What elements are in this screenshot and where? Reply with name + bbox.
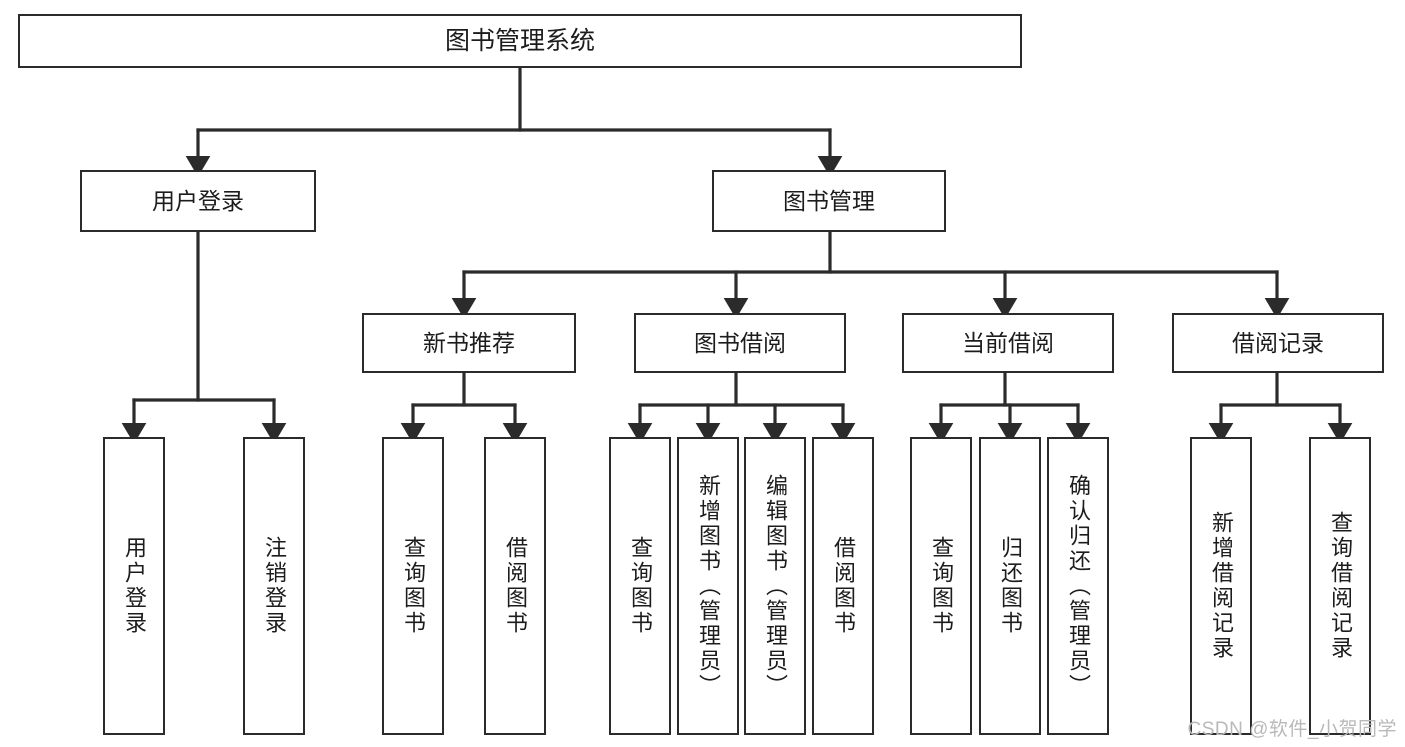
node-new-book-recommend[interactable]: 新书推荐 bbox=[362, 313, 576, 373]
node-book-management[interactable]: 图书管理 bbox=[712, 170, 946, 232]
node-current-borrow[interactable]: 当前借阅 bbox=[902, 313, 1114, 373]
node-leaf-borrow-book-recommend[interactable]: 借阅图书 bbox=[484, 437, 546, 735]
node-label: 查询图书 bbox=[628, 536, 653, 636]
node-leaf-add-book[interactable]: 新增图书（管理员） bbox=[677, 437, 739, 735]
node-leaf-query-book-current[interactable]: 查询图书 bbox=[910, 437, 972, 735]
node-label: 用户登录 bbox=[122, 536, 147, 636]
node-leaf-query-book-recommend[interactable]: 查询图书 bbox=[382, 437, 444, 735]
node-label: 用户登录 bbox=[152, 187, 244, 214]
node-user-login[interactable]: 用户登录 bbox=[80, 170, 316, 232]
node-label: 编辑图书（管理员） bbox=[763, 473, 788, 699]
node-book-borrow[interactable]: 图书借阅 bbox=[634, 313, 846, 373]
csdn-watermark: CSDN @软件_小贺同学 bbox=[1187, 719, 1397, 740]
node-leaf-user-login[interactable]: 用户登录 bbox=[103, 437, 165, 735]
node-label: 借阅图书 bbox=[503, 536, 528, 636]
node-label: 查询图书 bbox=[401, 536, 426, 636]
node-leaf-add-borrow-record[interactable]: 新增借阅记录 bbox=[1190, 437, 1252, 735]
node-leaf-return-book[interactable]: 归还图书 bbox=[979, 437, 1041, 735]
node-leaf-confirm-return[interactable]: 确认归还（管理员） bbox=[1047, 437, 1109, 735]
node-label: 借阅记录 bbox=[1232, 329, 1324, 356]
node-label: 当前借阅 bbox=[962, 329, 1054, 356]
node-label: 归还图书 bbox=[998, 536, 1023, 636]
node-label: 确认归还（管理员） bbox=[1066, 473, 1091, 699]
node-leaf-query-borrow-record[interactable]: 查询借阅记录 bbox=[1309, 437, 1371, 735]
node-label: 借阅图书 bbox=[831, 536, 856, 636]
node-root-book-management-system[interactable]: 图书管理系统 bbox=[18, 14, 1022, 68]
node-label: 图书管理 bbox=[783, 187, 875, 214]
node-label: 注销登录 bbox=[262, 536, 287, 636]
node-label: 查询图书 bbox=[929, 536, 954, 636]
node-leaf-query-book-borrow[interactable]: 查询图书 bbox=[609, 437, 671, 735]
node-leaf-user-logout[interactable]: 注销登录 bbox=[243, 437, 305, 735]
node-label: 新增借阅记录 bbox=[1209, 511, 1234, 661]
node-borrow-record[interactable]: 借阅记录 bbox=[1172, 313, 1384, 373]
node-label: 查询借阅记录 bbox=[1328, 511, 1353, 661]
node-leaf-edit-book[interactable]: 编辑图书（管理员） bbox=[744, 437, 806, 735]
node-leaf-borrow-book[interactable]: 借阅图书 bbox=[812, 437, 874, 735]
node-label: 图书借阅 bbox=[694, 329, 786, 356]
node-label: 新书推荐 bbox=[423, 329, 515, 356]
node-label: 图书管理系统 bbox=[444, 26, 595, 55]
node-label: 新增图书（管理员） bbox=[696, 473, 721, 699]
